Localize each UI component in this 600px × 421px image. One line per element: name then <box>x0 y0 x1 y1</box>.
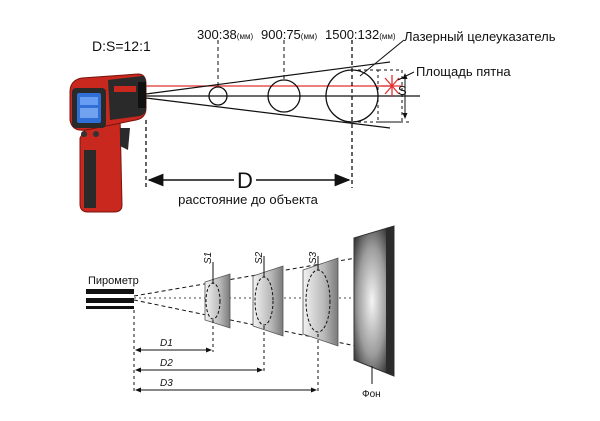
s-label: S <box>398 83 407 98</box>
s1-label: S1 <box>203 252 214 264</box>
distance-label: расстояние до объекта <box>178 192 318 207</box>
s3-label: S3 <box>308 251 319 264</box>
spot-1-dist: 300 <box>197 27 219 42</box>
spot-2-diam: 75 <box>286 27 300 42</box>
spot-2-dist: 900 <box>261 27 283 42</box>
target-slice-1 <box>204 273 231 329</box>
spot-1-diam: 38 <box>222 27 236 42</box>
field-cone-bottom <box>133 299 357 347</box>
field-cone-top <box>133 257 357 297</box>
spot-label-2: 900:75(мм) <box>261 27 317 42</box>
s-markers <box>212 256 319 284</box>
d-label-bg <box>234 168 256 190</box>
spot-circle-1 <box>208 86 228 106</box>
d-label: D <box>237 168 253 193</box>
background-label: Фон <box>362 389 381 400</box>
spot-3-diam: 132 <box>358 27 380 42</box>
cone-bottom-line <box>145 97 391 129</box>
d3-label: D3 <box>160 378 173 389</box>
spot-3-unit: (мм) <box>379 32 396 41</box>
spot-3-dist: 1500 <box>325 27 354 42</box>
pyrometer-gun-illustration <box>69 73 147 213</box>
spot-label-3: 1500:132(мм) <box>325 27 396 42</box>
laser-pointer-line <box>359 39 405 77</box>
spot-1-unit: (мм) <box>237 32 254 41</box>
background-plate <box>353 225 395 377</box>
pyrometer-sensor-icon <box>86 289 134 309</box>
laser-burst-icon <box>381 75 403 97</box>
spot-area-box <box>377 69 403 123</box>
target-slice-3 <box>302 257 339 347</box>
ratio-label: D:S=12:1 <box>92 38 151 54</box>
s2-label: S2 <box>254 251 265 264</box>
target-slice-2 <box>252 265 284 337</box>
d1-label: D1 <box>160 338 173 349</box>
pyrometer-label: Пирометр <box>88 275 139 287</box>
cone-top-line <box>145 61 391 95</box>
spot-circle-2 <box>267 79 301 113</box>
spot-2-unit: (мм) <box>301 32 318 41</box>
laser-label: Лазерный целеуказатель <box>404 29 556 44</box>
spot-pointer-line <box>397 71 415 81</box>
spot-area-label: Площадь пятна <box>416 64 511 79</box>
d2-label: D2 <box>160 358 173 369</box>
spot-label-1: 300:38(мм) <box>197 27 253 42</box>
